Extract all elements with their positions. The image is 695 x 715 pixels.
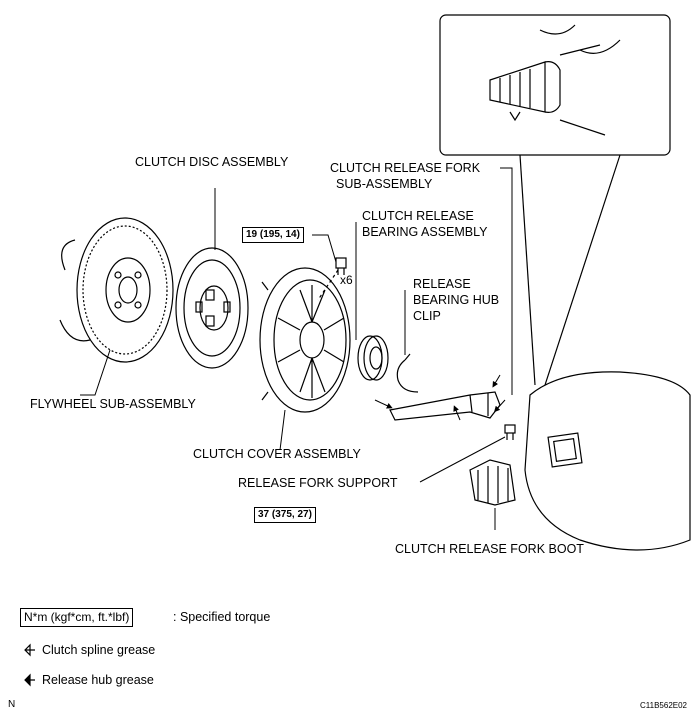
release-fork-drawing	[389, 391, 501, 421]
torque-fork-support: 37 (375, 27)	[254, 507, 316, 523]
footer-n: N	[8, 699, 16, 710]
flywheel-drawing	[59, 217, 174, 363]
release-bearing-drawing	[357, 335, 389, 381]
legend-icons	[24, 643, 35, 687]
legend-spline-grease: Clutch spline grease	[42, 643, 156, 657]
label-clutch-disc: CLUTCH DISC ASSEMBLY	[135, 155, 289, 169]
torque-cover-bolt: 19 (195, 14)	[242, 227, 304, 243]
label-fork-support: RELEASE FORK SUPPORT	[238, 476, 398, 490]
hub-grease-markers	[374, 374, 506, 421]
bolt-drawing	[317, 257, 347, 301]
label-hub-clip-3: CLIP	[413, 309, 441, 323]
label-flywheel: FLYWHEEL SUB-ASSEMBLY	[30, 397, 196, 411]
label-bearing-2: BEARING ASSEMBLY	[362, 225, 488, 239]
label-fork-boot: CLUTCH RELEASE FORK BOOT	[395, 542, 584, 556]
fork-boot-drawing	[469, 459, 516, 506]
transmission-housing-drawing	[524, 371, 691, 551]
legend-torque-unit: N*m (kgf*cm, ft.*lbf)	[20, 608, 134, 627]
label-clutch-cover: CLUTCH COVER ASSEMBLY	[193, 447, 361, 461]
legend-hub-grease: Release hub grease	[42, 673, 154, 687]
detail-callout	[439, 14, 671, 386]
label-fork-sub-2: SUB-ASSEMBLY	[336, 177, 433, 191]
legend-torque-desc: : Specified torque	[173, 610, 271, 624]
leader-lines	[80, 167, 513, 530]
hub-clip-drawing	[396, 353, 419, 393]
label-fork-sub-1: CLUTCH RELEASE FORK	[330, 161, 481, 175]
fork-support-drawing	[504, 424, 516, 440]
footer-code: C11B562E02	[640, 701, 687, 710]
label-hub-clip-1: RELEASE	[413, 277, 471, 291]
clutch-disc-drawing	[175, 247, 249, 369]
label-hub-clip-2: BEARING HUB	[413, 293, 500, 307]
clutch-cover-drawing	[259, 267, 351, 413]
label-bolt-count: x6	[340, 273, 353, 287]
label-bearing-1: CLUTCH RELEASE	[362, 209, 474, 223]
